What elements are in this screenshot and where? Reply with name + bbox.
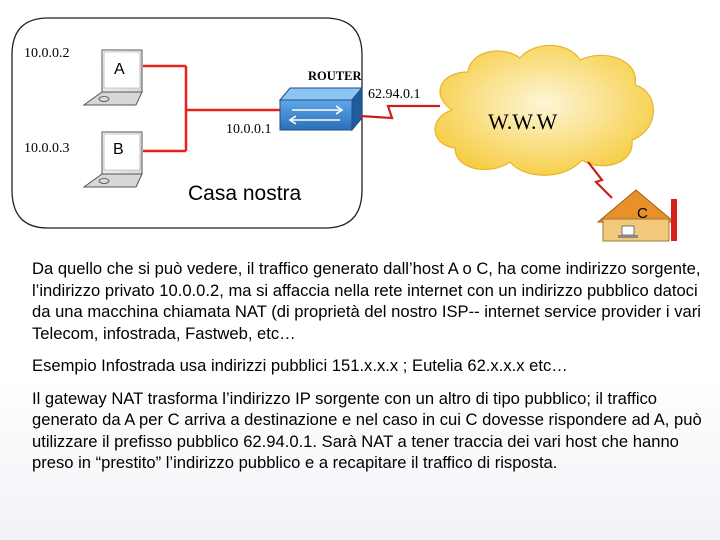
router-inside-ip-label: 10.0.0.1 xyxy=(226,122,272,137)
paragraph-nat-explanation: Da quello che si può vedere, il traffico… xyxy=(32,259,701,343)
internet-cloud xyxy=(434,44,654,176)
internet-link xyxy=(587,161,613,199)
house-c-icon xyxy=(596,189,677,242)
laptop-a-icon xyxy=(82,49,143,106)
explanation-text: Da quello che si può vedere, il traffico… xyxy=(32,258,702,485)
router-icon xyxy=(278,86,364,132)
home-network-boundary xyxy=(11,17,363,229)
router-label: ROUTER xyxy=(308,69,362,83)
laptop-b-icon xyxy=(82,131,143,188)
lan-links xyxy=(143,64,280,153)
host-b-ip-label: 10.0.0.3 xyxy=(24,141,70,156)
router-outside-ip-label: 62.94.0.1 xyxy=(368,87,421,102)
host-c-label: C xyxy=(637,205,648,222)
host-a-label: A xyxy=(114,61,125,78)
wan-link xyxy=(359,104,440,120)
host-a-ip-label: 10.0.0.2 xyxy=(24,46,70,61)
host-b-label: B xyxy=(113,141,124,158)
paragraph-isp-example: Esempio Infostrada usa indirizzi pubblic… xyxy=(32,356,568,375)
cloud-label: W.W.W xyxy=(488,109,557,134)
home-label: Casa nostra xyxy=(188,182,302,205)
paragraph-gateway-nat: Il gateway NAT trasforma l’indirizzo IP … xyxy=(32,388,702,473)
